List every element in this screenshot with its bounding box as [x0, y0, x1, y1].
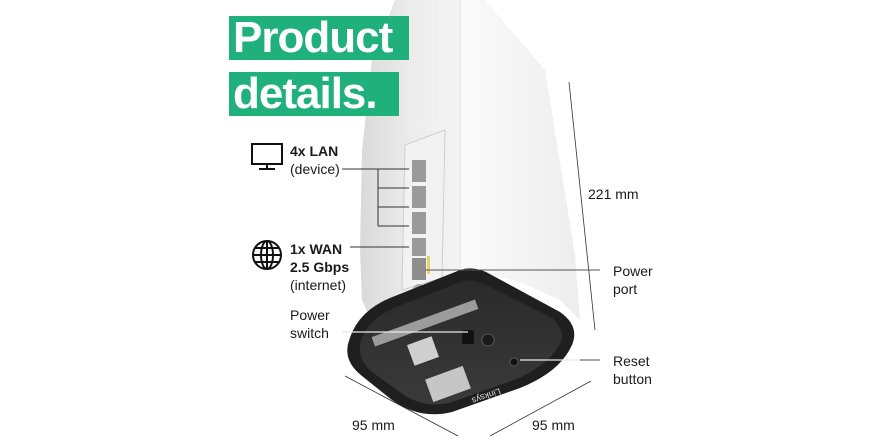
reset-line1: Reset — [613, 353, 650, 369]
power-switch-line2: switch — [290, 325, 329, 341]
lan-label: 4x LAN — [290, 143, 339, 159]
width-dimension-right: 95 mm — [532, 417, 575, 433]
wan-callout: 1x WAN 2.5 Gbps (internet) — [290, 240, 349, 294]
lan-callout: 4x LAN (device) — [290, 142, 340, 178]
reset-button-callout: Reset button — [613, 352, 652, 388]
width-dimension-left: 95 mm — [352, 417, 395, 433]
title-line-1: Product — [229, 16, 409, 60]
title-line-2: details. — [229, 72, 399, 116]
monitor-icon — [251, 143, 283, 170]
globe-icon — [252, 240, 282, 270]
power-port-line2: port — [613, 281, 638, 297]
power-port-line1: Power — [613, 263, 653, 279]
wan-speed: 2.5 Gbps — [290, 259, 350, 275]
wan-sublabel: (internet) — [290, 277, 347, 293]
lan-sublabel: (device) — [290, 161, 340, 177]
power-switch-line1: Power — [290, 307, 330, 323]
height-dimension: 221 mm — [588, 186, 639, 202]
reset-line2: button — [613, 371, 652, 387]
wan-label: 1x WAN — [290, 241, 343, 257]
power-switch-callout: Power switch — [290, 306, 330, 342]
power-port-callout: Power port — [613, 262, 653, 298]
